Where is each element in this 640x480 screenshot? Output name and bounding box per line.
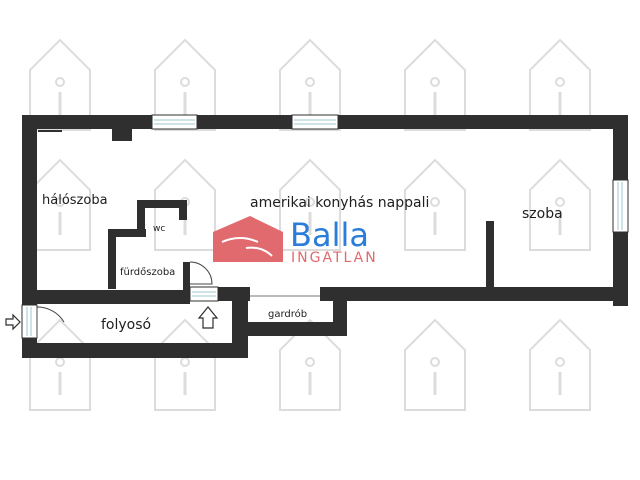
room-label-hallway: folyosó xyxy=(101,317,151,333)
windows xyxy=(21,114,629,339)
watermark-house-icon xyxy=(529,318,591,411)
watermark-house-icon xyxy=(154,38,216,131)
watermark-house-icon xyxy=(29,38,91,131)
room-label-wc: wc xyxy=(153,224,165,234)
balla-logo: Balla INGATLAN xyxy=(213,216,378,266)
watermark-house-icon xyxy=(529,38,591,131)
bathroom-door-swing xyxy=(189,261,213,285)
walls xyxy=(22,115,628,358)
entrance-door-swing xyxy=(36,306,65,338)
watermark-house-icon xyxy=(154,318,216,411)
window-bathroom xyxy=(189,286,219,302)
watermark-house-icon xyxy=(279,38,341,131)
watermark-house-icons xyxy=(29,38,591,411)
up-arrow xyxy=(197,306,219,329)
doors xyxy=(36,261,320,338)
entrance-arrow xyxy=(5,313,21,331)
room-label-wardrobe: gardrób xyxy=(268,308,307,320)
room-label-living: amerikai konyhás nappali xyxy=(250,195,429,211)
window-right xyxy=(612,179,629,233)
logo-brand: Balla xyxy=(290,216,369,254)
logo-sub: INGATLAN xyxy=(291,250,378,266)
watermark-house-icon xyxy=(279,158,341,251)
window-left-entrance xyxy=(21,304,38,339)
window-top-left xyxy=(151,114,198,130)
watermark-house-icon xyxy=(29,318,91,411)
watermark-house-icon xyxy=(404,318,466,411)
watermark-house-icon xyxy=(529,158,591,251)
room-label-bathroom: fürdőszoba xyxy=(120,266,175,278)
watermark-house-icon xyxy=(404,38,466,131)
room-label-bedroom: hálószoba xyxy=(42,193,108,208)
window-glass-lines xyxy=(26,119,623,336)
window-top-middle xyxy=(291,114,339,130)
room-label-room: szoba xyxy=(522,206,563,222)
watermark-house-icon xyxy=(404,158,466,251)
